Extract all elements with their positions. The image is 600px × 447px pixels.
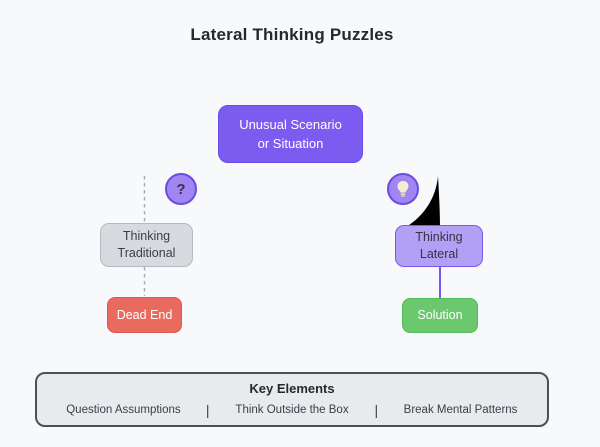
key-item-question-assumptions: Question Assumptions — [66, 404, 181, 416]
curved-sail-shape — [406, 176, 440, 227]
question-mark-glyph: ? — [176, 180, 186, 198]
key-elements-panel: Key Elements Question Assumptions | Thin… — [35, 372, 549, 427]
node-thinking-lateral-line1: Thinking — [415, 229, 463, 244]
node-thinking-traditional-line2: Traditional — [117, 246, 176, 260]
key-item-think-outside-box: Think Outside the Box — [235, 404, 349, 416]
question-mark-icon: ? — [165, 173, 197, 205]
node-thinking-lateral: Thinking Lateral — [395, 225, 483, 267]
node-solution: Solution — [402, 298, 478, 333]
key-item-break-mental-patterns: Break Mental Patterns — [403, 404, 518, 416]
node-dead-end: Dead End — [107, 297, 182, 333]
key-separator-1: | — [205, 402, 210, 418]
node-dead-end-label: Dead End — [116, 307, 173, 322]
node-thinking-traditional-line1: Thinking — [122, 228, 171, 243]
lightbulb-glyph — [397, 181, 409, 197]
key-separator-2: | — [374, 402, 379, 418]
node-thinking-lateral-line2: Lateral — [419, 247, 459, 261]
node-thinking-traditional: Thinking Traditional — [100, 223, 193, 267]
node-solution-label: Solution — [417, 308, 463, 323]
node-unusual-scenario-line2: or Situation — [257, 136, 324, 151]
page-title: Lateral Thinking Puzzles — [190, 25, 394, 44]
node-unusual-scenario: Unusual Scenario or Situation — [218, 105, 363, 163]
key-elements-title: Key Elements — [249, 381, 335, 396]
key-elements-row: Question Assumptions | Think Outside the… — [37, 402, 547, 418]
node-unusual-scenario-line1: Unusual Scenario — [239, 116, 342, 132]
lightbulb-icon — [387, 173, 419, 205]
